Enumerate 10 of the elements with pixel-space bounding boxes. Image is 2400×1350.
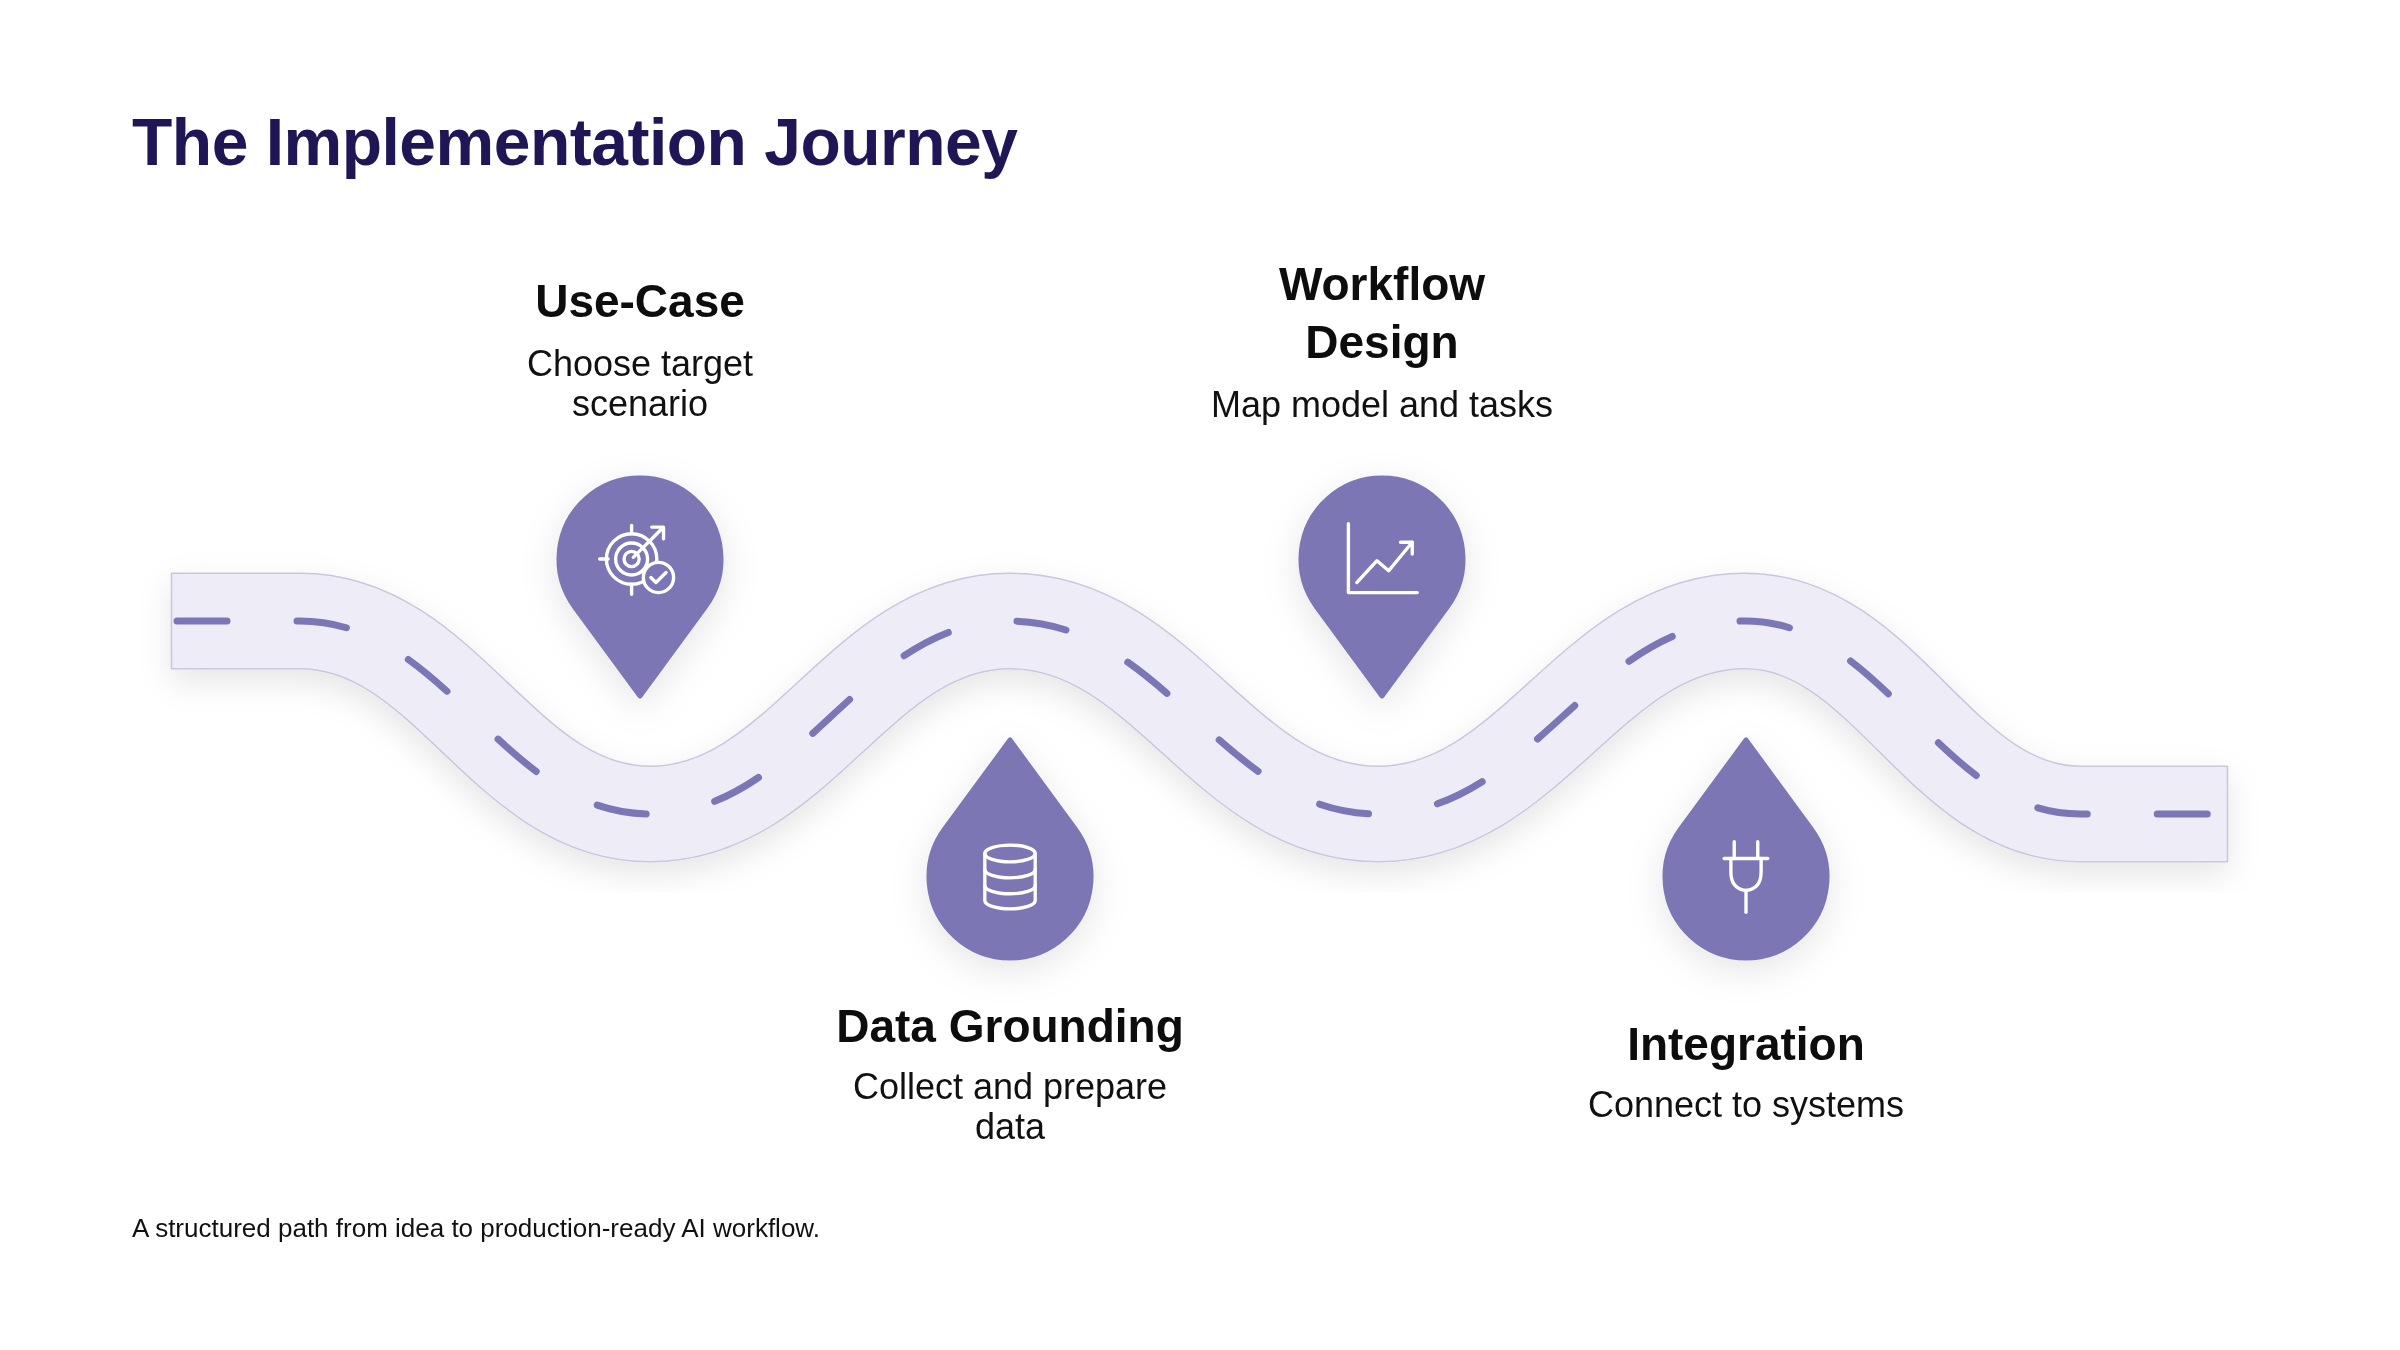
step-description: Map model and tasks [1209, 385, 1555, 425]
step-description: Collect and prepare data [851, 1067, 1169, 1147]
step-title: Integration [1626, 1017, 1866, 1072]
step-description: Choose target scenario [525, 344, 755, 424]
step-title: Data Grounding [835, 999, 1185, 1054]
caption: A structured path from idea to production-ready AI workflow. [132, 1212, 820, 1244]
step-title: Use-Case [534, 274, 746, 329]
page-title: The Implementation Journey [132, 104, 1018, 181]
step-description: Connect to systems [1586, 1085, 1906, 1125]
step-title: Workflow Design [1277, 257, 1487, 370]
